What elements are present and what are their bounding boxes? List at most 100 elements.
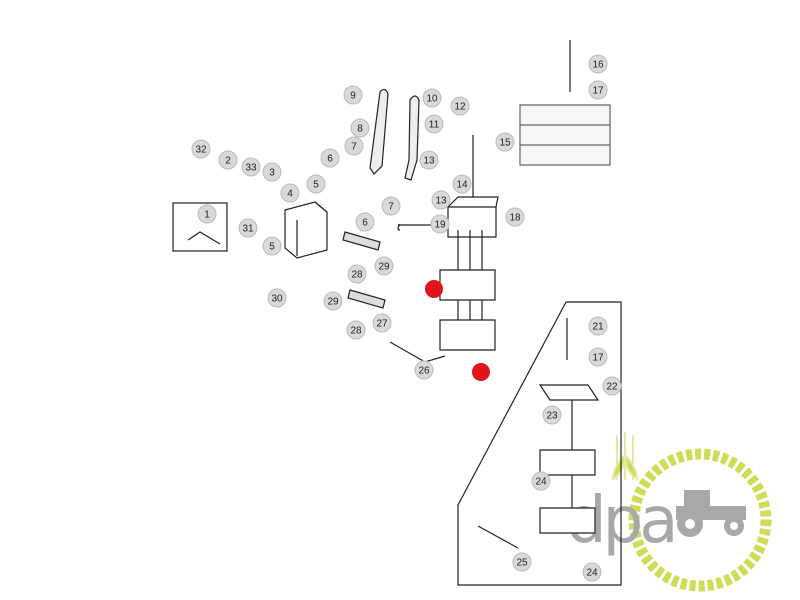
callout-number: 18 <box>509 213 521 224</box>
callout-number: 13 <box>423 156 435 167</box>
callout-number: 9 <box>350 91 356 102</box>
callout-number: 13 <box>435 196 447 207</box>
callout-circle <box>218 150 238 170</box>
callout-13: 13 <box>431 190 451 210</box>
callout-number: 2 <box>225 156 231 167</box>
callout-14: 14 <box>452 174 472 194</box>
callout-5: 5 <box>306 174 326 194</box>
callout-circle <box>344 136 364 156</box>
logo-gear-ring <box>628 448 772 592</box>
callout-circle <box>238 218 258 238</box>
callout-9: 9 <box>343 85 363 105</box>
drawing-lines <box>172 40 622 586</box>
callout-6: 6 <box>355 212 375 232</box>
callout-22: 22 <box>602 376 622 396</box>
callout-circle <box>323 291 343 311</box>
callout-circle <box>350 118 370 138</box>
inset-frame-right <box>457 301 622 586</box>
callout-28: 28 <box>346 320 366 340</box>
callout-number: 30 <box>271 294 283 305</box>
callout-29: 29 <box>374 256 394 276</box>
callout-17: 17 <box>588 80 608 100</box>
callout-number: 4 <box>287 189 293 200</box>
callout-number: 16 <box>592 60 604 71</box>
callout-21: 21 <box>588 316 608 336</box>
callout-number: 5 <box>269 242 275 253</box>
callout-circle <box>241 157 261 177</box>
callout-number: 24 <box>586 568 598 579</box>
callout-28: 28 <box>347 264 367 284</box>
callout-circle <box>422 88 442 108</box>
callout-number: 6 <box>327 154 333 165</box>
callout-23: 23 <box>542 405 562 425</box>
callout-number: 33 <box>245 163 257 174</box>
callout-circle <box>450 96 470 116</box>
callout-circle <box>588 347 608 367</box>
callout-33: 33 <box>241 157 261 177</box>
callout-13: 13 <box>419 150 439 170</box>
callout-number: 24 <box>535 477 547 488</box>
callout-number: 17 <box>592 86 604 97</box>
callout-circle <box>495 132 515 152</box>
callout-30: 30 <box>267 288 287 308</box>
callout-circle <box>280 183 300 203</box>
callout-number: 8 <box>357 124 363 135</box>
callout-12: 12 <box>450 96 470 116</box>
callout-number: 19 <box>434 220 446 231</box>
callout-circle <box>424 114 444 134</box>
callout-26: 26 <box>414 360 434 380</box>
callout-24: 24 <box>582 562 602 582</box>
callout-circle <box>355 212 375 232</box>
callout-10: 10 <box>422 88 442 108</box>
callout-circle <box>531 471 551 491</box>
callout-number: 17 <box>592 353 604 364</box>
callout-17: 17 <box>588 347 608 367</box>
callout-number: 1 <box>204 210 210 221</box>
callout-5: 5 <box>262 236 282 256</box>
callout-number: 32 <box>195 145 207 156</box>
callout-number: 21 <box>592 322 604 333</box>
callout-circle <box>191 139 211 159</box>
inset-box-part-1 <box>172 202 228 252</box>
callout-4: 4 <box>280 183 300 203</box>
callout-circle <box>346 320 366 340</box>
callout-circle <box>306 174 326 194</box>
callout-circle <box>505 207 525 227</box>
callout-circle <box>267 288 287 308</box>
callout-7: 7 <box>344 136 364 156</box>
highlight-dot <box>425 280 443 298</box>
callout-number: 29 <box>327 297 339 308</box>
callout-circle <box>262 236 282 256</box>
callout-15: 15 <box>495 132 515 152</box>
callout-number: 26 <box>418 366 430 377</box>
callout-number: 5 <box>313 180 319 191</box>
callout-8: 8 <box>350 118 370 138</box>
callout-circle <box>588 316 608 336</box>
callout-29: 29 <box>323 291 343 311</box>
callout-circle <box>374 256 394 276</box>
callout-number: 28 <box>351 270 363 281</box>
callout-circle <box>262 162 282 182</box>
callout-number: 3 <box>269 168 275 179</box>
logo-watermark: dpa <box>566 432 772 592</box>
callout-31: 31 <box>238 218 258 238</box>
callout-circle <box>542 405 562 425</box>
callout-19: 19 <box>430 214 450 234</box>
callout-6: 6 <box>320 148 340 168</box>
callout-circle <box>602 376 622 396</box>
callout-number: 14 <box>456 180 468 191</box>
callout-number: 12 <box>454 102 466 113</box>
wheat-icon <box>611 432 639 481</box>
callout-circle <box>347 264 367 284</box>
callout-circle <box>381 196 401 216</box>
callout-number: 7 <box>351 142 357 153</box>
callout-16: 16 <box>588 54 608 74</box>
callout-number: 10 <box>426 94 438 105</box>
callout-number: 22 <box>606 382 618 393</box>
callout-circle <box>431 190 451 210</box>
callout-27: 27 <box>372 313 392 333</box>
callout-number: 11 <box>429 120 440 131</box>
callout-circle <box>197 204 217 224</box>
callout-32: 32 <box>191 139 211 159</box>
callout-circle <box>452 174 472 194</box>
